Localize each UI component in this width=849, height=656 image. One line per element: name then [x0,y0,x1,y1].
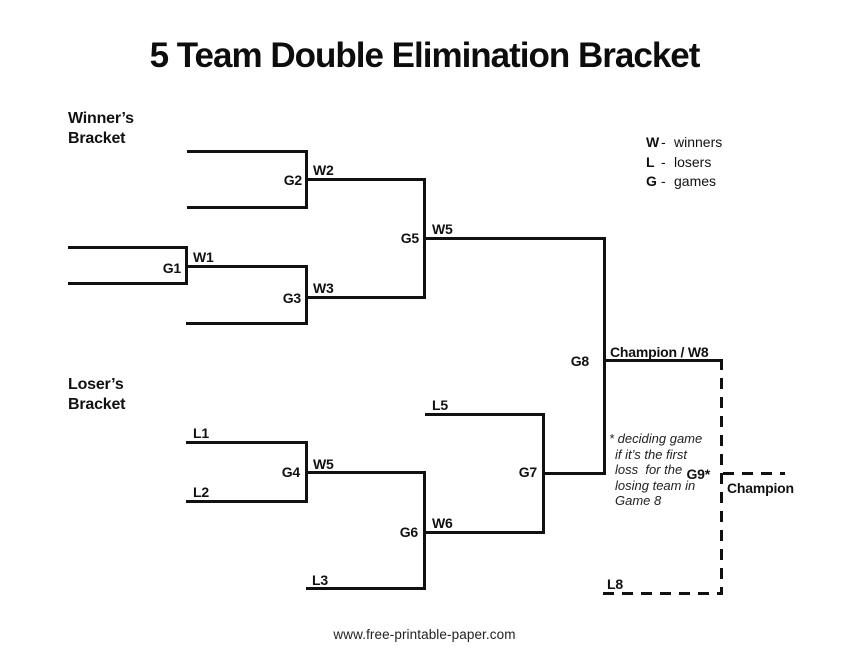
legend-label-losers: losers [674,153,712,170]
note-line: losing team in [615,477,696,493]
g1-bottom-line [68,282,188,285]
g1-winner-line [185,265,308,268]
legend-sep: - [661,153,666,170]
w3-label: W3 [313,280,334,296]
w1-label: W1 [193,249,214,265]
losers-bracket-heading: Loser’s Bracket [68,375,126,415]
g3-label: G3 [282,290,301,306]
deciding-game-note: * deciding game if it’s the first loss f… [609,431,702,509]
g8-label: G8 [570,353,589,369]
l3-label: L3 [312,572,328,588]
legend-row-games: G - games [646,173,722,193]
note-line: loss for the [615,462,683,478]
g6-label: G6 [399,524,418,540]
losers-w5-label: W5 [313,456,334,472]
l2-label: L2 [193,484,209,500]
champion-w8-label: Champion / W8 [610,344,709,360]
l5-line [425,413,545,416]
legend: W - winners L - losers G - games [646,134,722,193]
note-line: Game 8 [615,493,662,509]
winners-heading-line2: Bracket [68,130,126,147]
l1-line [186,441,308,444]
losers-heading-line1: Loser’s [68,376,124,393]
l2-line [186,500,308,503]
g2-top-line [187,150,308,153]
l8-label: L8 [607,576,623,592]
g1-label: G1 [162,260,181,276]
legend-sep: - [661,173,666,189]
g9-champion-dashed-line [723,472,785,475]
l1-label: L1 [193,425,209,441]
g5-label: G5 [400,230,419,246]
page-title: 5 Team Double Elimination Bracket [149,36,701,75]
g2-label: G2 [283,172,302,188]
legend-key-l: L [646,153,655,170]
note-line: if it’s the first [615,446,688,462]
g3-bottom-line [186,322,308,325]
footer-url: www.free-printable-paper.com [333,627,516,642]
l8-dashed-line [603,592,723,595]
g9-label: G9* [686,466,710,482]
legend-row-winners: W - winners [646,134,722,154]
g5-winner-line [423,237,606,240]
w5-label: W5 [432,221,453,237]
g2-bottom-line [187,206,308,209]
w2-label: W2 [313,162,334,178]
g8-winner-line [603,359,723,362]
g3-join-line [305,265,308,325]
g7-winner-line [542,472,606,475]
legend-sep: - [661,134,666,150]
l3-line [306,587,426,590]
note-line: * deciding game [609,431,703,446]
legend-row-losers: L - losers [646,154,722,174]
w6-label: W6 [432,515,453,531]
legend-label-games: games [674,173,717,189]
winners-heading-line1: Winner’s [68,110,134,127]
g6-join-line [423,471,426,590]
champion-label: Champion [727,480,794,496]
g8-join-line [603,237,606,475]
legend-key-g: G [646,173,657,189]
g4-winner-line [305,471,426,474]
legend-label-winners: winners [674,134,723,150]
losers-heading-line2: Bracket [68,396,126,413]
g2-winner-line [305,178,426,181]
l5-label: L5 [432,397,448,413]
winners-bracket-heading: Winner’s Bracket [68,109,134,149]
g1-top-line [68,246,188,249]
g6-winner-line [423,531,545,534]
g9-join-dashed-line [720,359,723,595]
legend-key-w: W [646,134,660,150]
g7-label: G7 [518,464,537,480]
g3-winner-line [305,296,426,299]
g4-label: G4 [281,464,300,480]
